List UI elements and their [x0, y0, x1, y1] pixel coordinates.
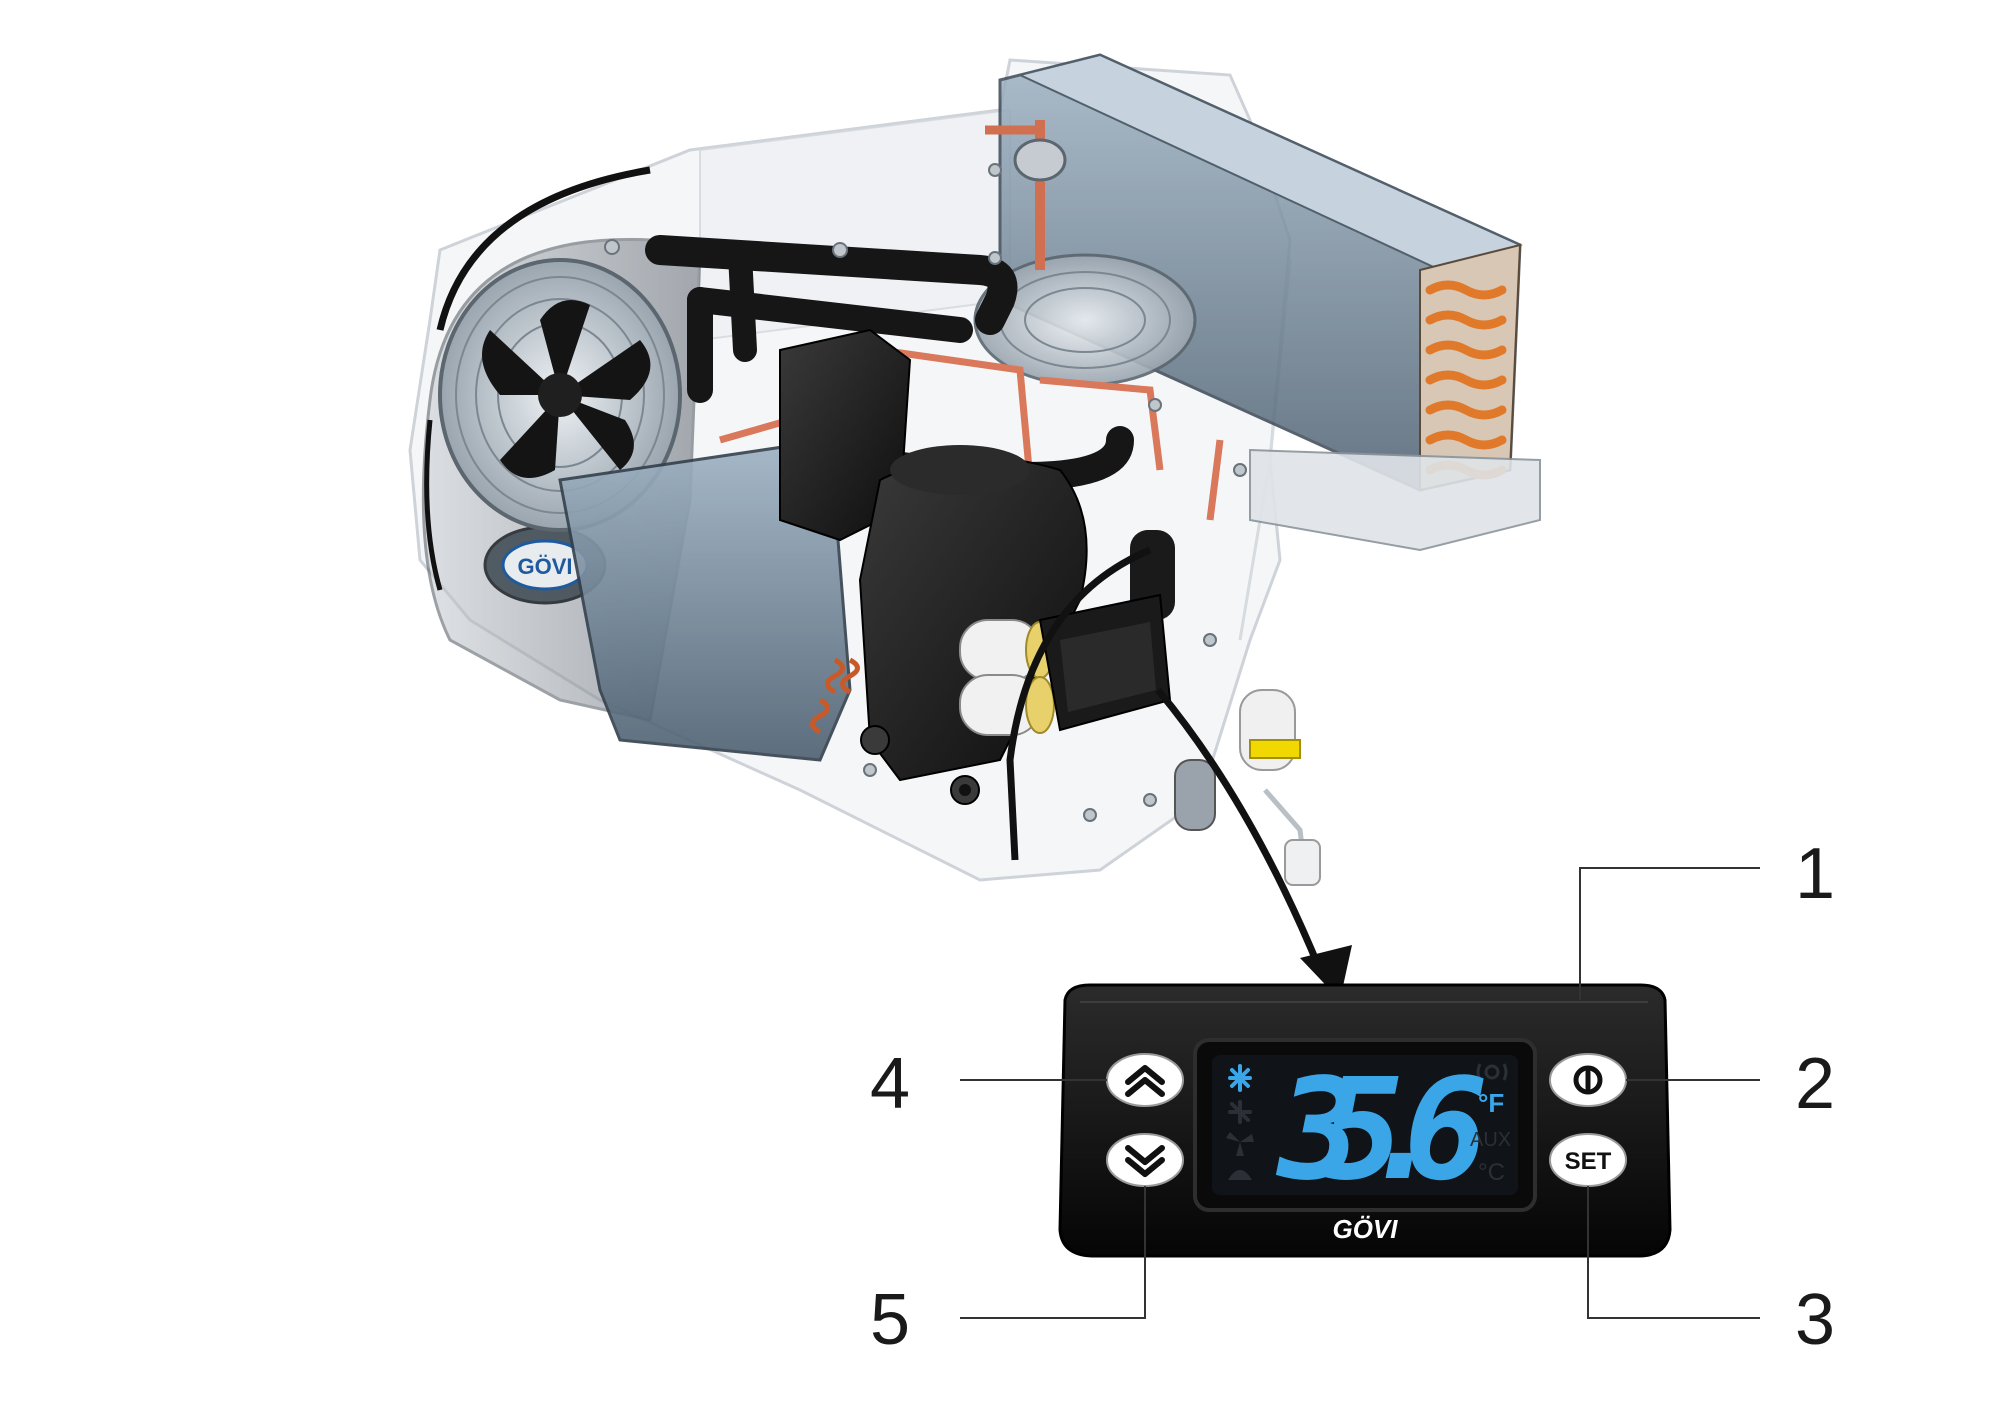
mounted-controller — [1038, 593, 1172, 732]
capacitors — [959, 619, 1055, 736]
lcd-reading: 35.6 — [1275, 1049, 1484, 1212]
condenser-fan — [438, 258, 682, 532]
chevron-up-icon — [1125, 1065, 1165, 1097]
leader-1 — [1579, 867, 1760, 1000]
callout-leaders — [960, 867, 1760, 1319]
fan-icon — [1226, 1132, 1254, 1156]
defrost-icon — [1228, 1100, 1252, 1124]
down-button[interactable] — [1106, 1133, 1184, 1187]
unit-celsius-label: °C — [1478, 1159, 1505, 1186]
aux-label: AUX — [1470, 1129, 1511, 1151]
up-button[interactable] — [1106, 1053, 1184, 1107]
callout-3: 3 — [1795, 1280, 1836, 1360]
chevron-down-icon — [1125, 1145, 1165, 1177]
callout-5: 5 — [870, 1280, 911, 1360]
panel-brand-logo: GÖVI — [1332, 1214, 1398, 1244]
compressor-icon — [1228, 1170, 1252, 1180]
front-trim — [1006, 546, 1152, 861]
housing-brand-logo: GÖVI — [517, 554, 572, 579]
fan-blades — [482, 300, 651, 478]
leader-5 — [960, 1186, 1146, 1319]
control-panel: 35.6 °F AUX °C — [1058, 983, 1672, 1258]
set-button-label: SET — [1565, 1148, 1612, 1175]
power-button[interactable] — [1549, 1053, 1627, 1107]
alarm-icon — [1476, 1063, 1508, 1081]
evaporator-unit — [998, 53, 1541, 552]
leader-3 — [1587, 1186, 1760, 1319]
expansion-valve — [985, 120, 1067, 270]
callout-2: 2 — [1795, 1044, 1836, 1124]
unit-fahrenheit-label: °F — [1478, 1088, 1504, 1118]
power-icon — [1573, 1065, 1603, 1095]
callout-4: 4 — [870, 1044, 911, 1124]
mounting-bolts — [604, 163, 1247, 822]
callout-1: 1 — [1795, 834, 1836, 914]
drain-fitting — [1239, 689, 1321, 886]
set-button[interactable]: SET — [1549, 1133, 1627, 1187]
snowflake-icon — [1228, 1064, 1252, 1092]
